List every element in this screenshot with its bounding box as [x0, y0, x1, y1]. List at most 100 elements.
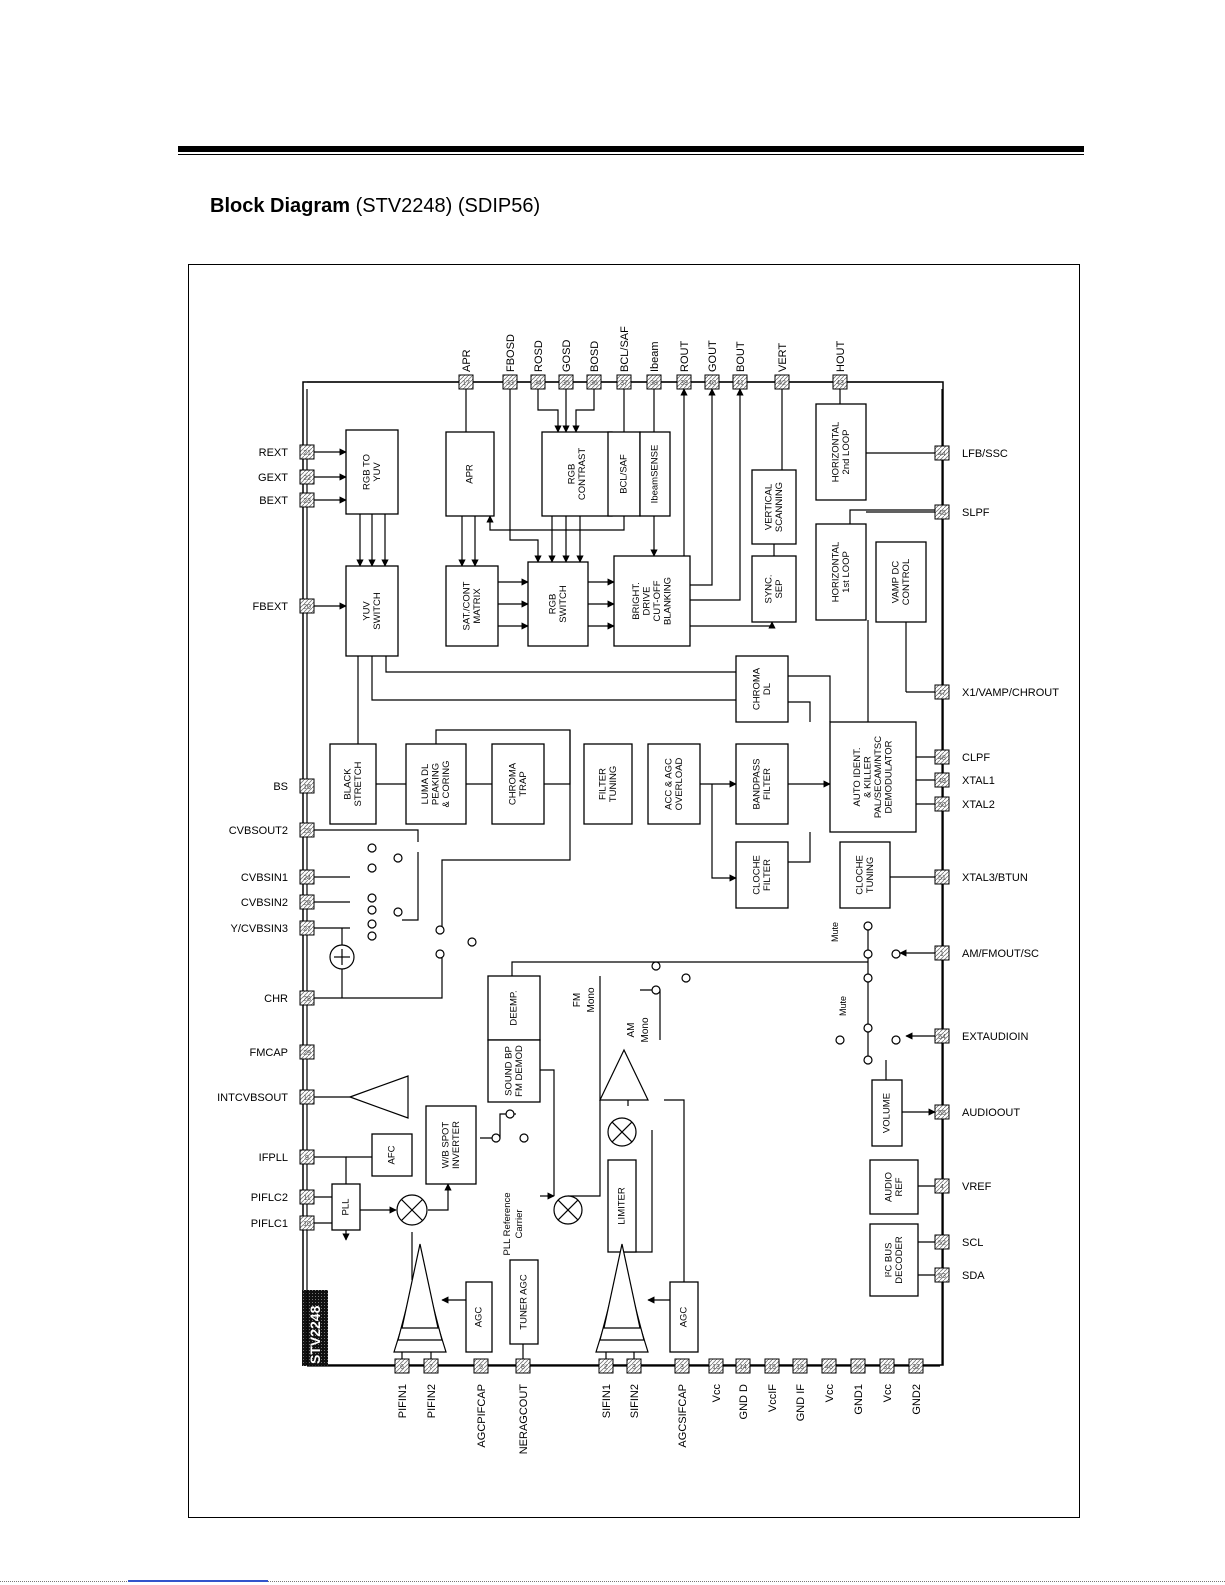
block-label: W/B SPOT: [440, 1122, 451, 1169]
pin-label: XTAL2: [962, 799, 995, 811]
pin-number: 33: [506, 380, 514, 387]
pin-number: 4: [940, 1184, 944, 1191]
pin-label: INTCVBSOUT: [217, 1092, 288, 1104]
switch-node-icon: [505, 1109, 515, 1119]
pin-top-7: 39 ROUT: [676, 341, 692, 390]
block-label: OVERLOAD: [674, 757, 685, 810]
switch-node-icon: [367, 863, 377, 873]
pin-number: 8: [521, 1364, 525, 1371]
pin-number: 46: [825, 1364, 833, 1371]
block-label: HORIZONTAL: [830, 422, 841, 483]
block-agc-if: AGC: [465, 1281, 493, 1353]
block-label: CUT-OFF: [652, 580, 663, 621]
block-limiter: LIMITER: [607, 1159, 637, 1253]
header-rule: [178, 146, 1084, 152]
block-label: SEP: [774, 579, 785, 598]
block-label: FILTER: [762, 768, 773, 800]
annotation: FM: [572, 993, 583, 1007]
pin-number: 21: [303, 450, 311, 457]
pin-number: 13: [712, 1364, 720, 1371]
pll-mixer-icon: [553, 1195, 583, 1225]
block-label: BRIGHT.: [631, 582, 642, 619]
block-deemp: DEEMP.: [487, 975, 541, 1041]
block-label: SOUND BP: [503, 1046, 514, 1096]
pin-label: GND D: [738, 1384, 750, 1420]
diagram-frame: [188, 264, 1080, 1518]
block-label: SCANNING: [774, 482, 785, 532]
block-label: SWITCH: [558, 585, 569, 623]
switch-node-icon: [367, 905, 377, 915]
am-mixer-icon: [607, 1117, 637, 1147]
pin-label: GEXT: [258, 472, 288, 484]
switch-node-icon: [367, 893, 377, 903]
block-label: DL: [762, 683, 773, 695]
pin-label: VERT: [777, 343, 789, 372]
pin-label: BEXT: [259, 495, 288, 507]
chip-label-bg: [302, 1290, 328, 1366]
block-label: YUV: [372, 462, 383, 482]
pin-label: Vcc: [882, 1384, 894, 1403]
pin-number: 51: [938, 875, 946, 882]
switch-node-icon: [393, 907, 403, 917]
pin-number: 1: [940, 951, 944, 958]
pin-number: 48: [938, 755, 946, 762]
pin-number: 45: [938, 510, 946, 517]
switch-node-icon: [891, 949, 901, 959]
pif-amp-icon: [401, 1243, 439, 1329]
pin-label: CVBSIN2: [241, 897, 288, 909]
pin-label: FBOSD: [505, 334, 517, 372]
annotation: Mute: [830, 922, 840, 942]
block-label: APR: [465, 464, 476, 484]
block-label: FILTER: [597, 768, 608, 800]
annotation: PLL Reference: [502, 1192, 513, 1255]
block-label: LUMA DL: [420, 764, 431, 805]
pin-number: 24: [303, 875, 311, 882]
block-label: CLOCHE: [751, 855, 762, 895]
pin-number: 3: [680, 1364, 684, 1371]
pin-number: 9: [305, 1155, 309, 1162]
switch-node-icon: [651, 961, 661, 971]
block-label: ACC & AGC: [663, 758, 674, 810]
pin-label: AGCPIFCAP: [476, 1384, 488, 1448]
pin-number: 11: [303, 1195, 310, 1202]
pin-label: ROUT: [679, 341, 691, 372]
switch-node-icon: [835, 1035, 845, 1045]
sif-amp-icon: [603, 1243, 641, 1329]
pin-number: 2: [604, 1364, 608, 1371]
block-label: AUDIO: [883, 1172, 894, 1202]
block-pll: PLL: [331, 1183, 361, 1231]
block-volume: VOLUME: [871, 1079, 903, 1147]
pin-label: XTAL1: [962, 775, 995, 787]
pin-number: 10: [303, 1221, 311, 1228]
pin-label: FMCAP: [250, 1047, 289, 1059]
annotation: Mono: [640, 1017, 651, 1042]
page-title-rest: (STV2248) (SDIP56): [350, 195, 541, 217]
pin-label: BCL/SAF: [619, 326, 631, 372]
pin-number: 39: [680, 380, 688, 387]
switch-node-icon: [435, 949, 445, 959]
pin-label: GND1: [853, 1384, 865, 1415]
block-label: DEEMP.: [509, 990, 520, 1025]
pin-label: NERAGCOUT: [518, 1384, 530, 1455]
page-title: Block Diagram (STV2248) (SDIP56): [210, 195, 540, 218]
